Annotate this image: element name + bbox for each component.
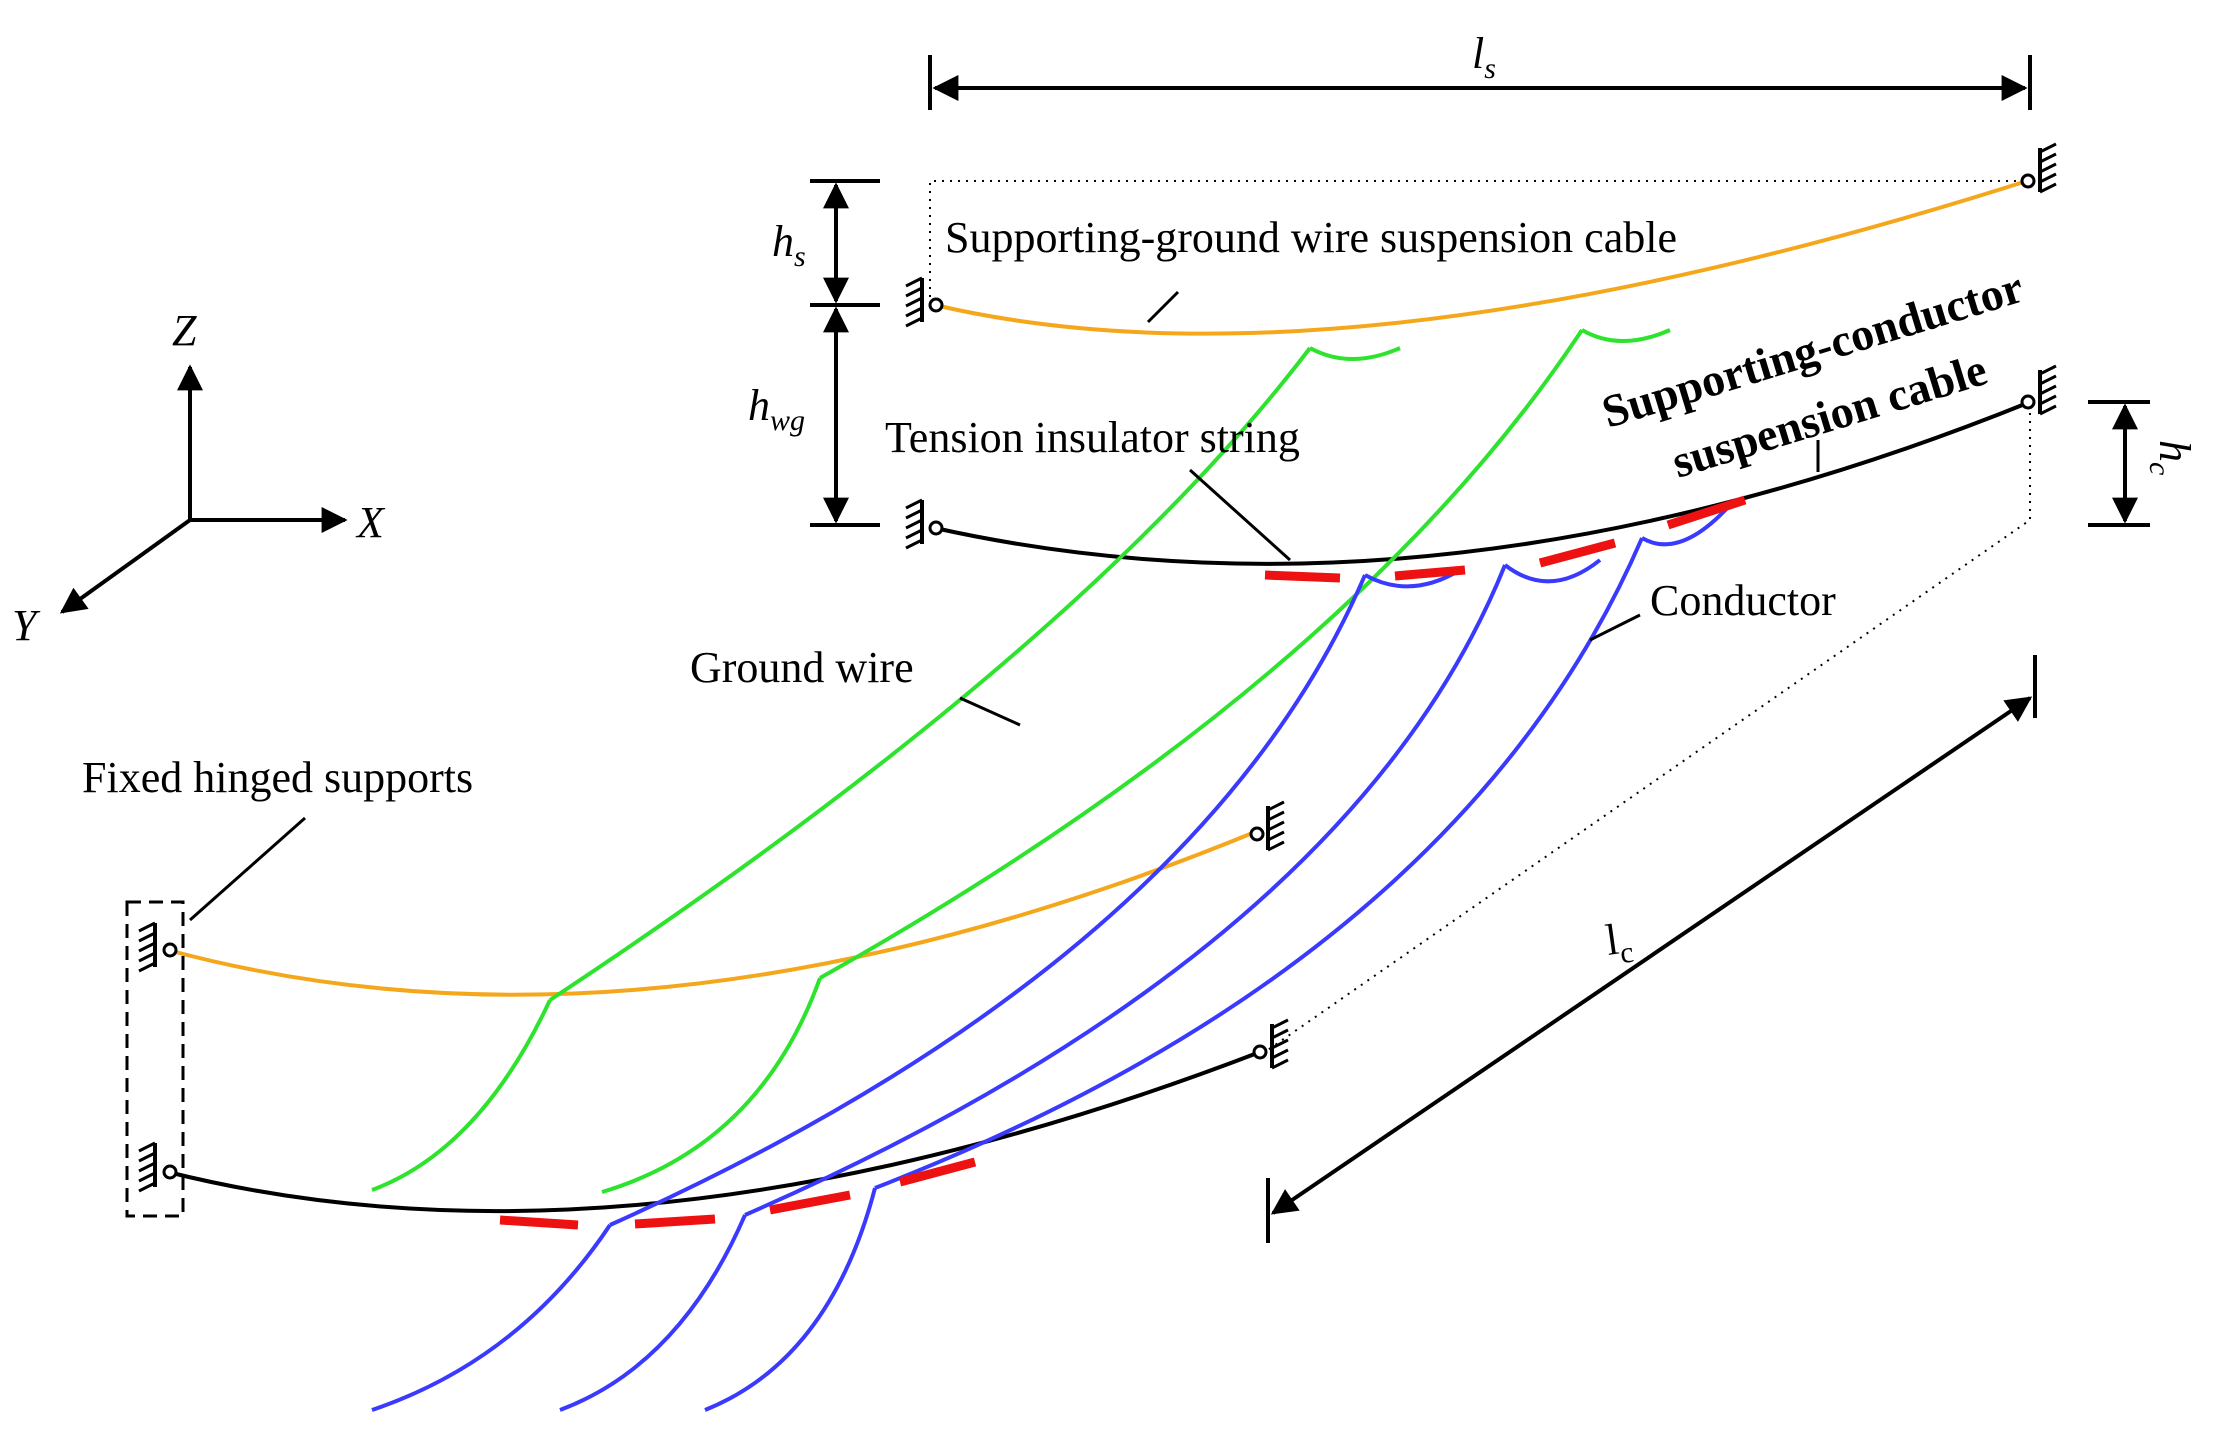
ground-wires (371, 328, 1671, 1194)
dimension-hs-hwg (810, 179, 880, 527)
far-ground-suspension-cable (934, 178, 2031, 336)
hinged-support-icon (1252, 1018, 1290, 1070)
dimension-lc (1266, 655, 2037, 1243)
label-ls: ls (1472, 29, 1496, 85)
label-ground-suspension-cable: Supporting-ground wire suspension cable (945, 213, 1677, 262)
near-ground-suspension-cable (167, 830, 1256, 997)
hinged-support-icon (904, 276, 944, 328)
label-hwg: hwg (748, 381, 805, 437)
hinged-support-icon (904, 498, 944, 550)
conductors (371, 503, 1732, 1412)
leader-lines (189, 290, 1820, 922)
hinged-support-icon (137, 921, 178, 973)
label-fixed-supports: Fixed hinged supports (82, 753, 473, 802)
far-conductor-suspension-cable (934, 400, 2031, 566)
label-tension-insulator: Tension insulator string (885, 413, 1300, 462)
hinged-support-icon (2020, 142, 2058, 194)
near-conductor-suspension-cable (167, 1050, 1261, 1214)
tension-insulator-strings (499, 495, 1747, 1230)
hinged-support-icon (1249, 800, 1286, 852)
axis-label-x: X (355, 498, 386, 547)
dimension-ls (928, 55, 2032, 110)
axis-label-z: Z (172, 306, 197, 355)
fixed-supports-box (125, 900, 185, 1218)
label-hs: hs (772, 217, 806, 273)
hinged-support-icon (137, 1141, 178, 1193)
label-hc: hc (2143, 440, 2199, 475)
axis-label-y: Y (12, 601, 41, 650)
dimension-hc (2088, 400, 2150, 527)
hinged-support-icon (2020, 364, 2058, 416)
label-ground-wire: Ground wire (690, 643, 914, 692)
label-conductor: Conductor (1650, 576, 1836, 625)
coordinate-axes (59, 364, 348, 614)
label-lc: lc (1603, 913, 1636, 972)
